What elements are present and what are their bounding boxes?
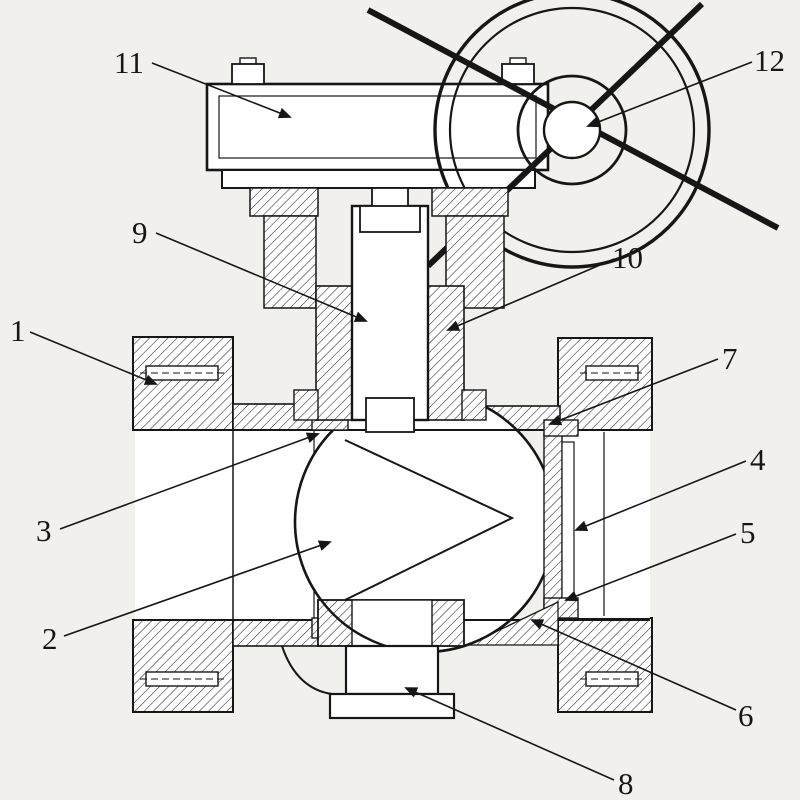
callout-labels: 1 2 3 4 5 6 7 8 9 10 11 12 xyxy=(10,43,785,800)
callout-label-4: 4 xyxy=(750,442,766,477)
callout-label-7: 7 xyxy=(722,341,738,376)
callout-leaders xyxy=(29,61,753,781)
leader-6 xyxy=(530,619,737,711)
leader-7 xyxy=(548,358,719,426)
callout-label-11: 11 xyxy=(114,45,144,80)
callout-label-6: 6 xyxy=(738,698,754,733)
stem-nut xyxy=(359,205,421,233)
flange-hatched-top xyxy=(132,336,234,431)
callout-label-2: 2 xyxy=(42,621,58,656)
drain-neck xyxy=(344,644,440,696)
callout-label-10: 10 xyxy=(612,240,643,275)
ball-port-edge xyxy=(344,439,515,601)
leader-2 xyxy=(63,540,332,637)
left-flange xyxy=(132,336,353,713)
yoke-bracket xyxy=(249,187,509,309)
handwheel-rim-outer xyxy=(433,0,711,269)
hatched-section xyxy=(263,215,317,309)
stem-top-boss xyxy=(371,187,409,209)
valve-stem xyxy=(350,187,430,433)
right-flange xyxy=(557,337,653,713)
callout-label-5: 5 xyxy=(740,515,756,550)
callout-label-8: 8 xyxy=(618,766,634,800)
callout-label-1: 1 xyxy=(10,313,26,348)
leader-8 xyxy=(404,687,615,781)
drain-passage xyxy=(351,599,433,647)
hatched-section xyxy=(249,187,319,217)
handwheel-rim-inner xyxy=(448,6,696,254)
leader-3 xyxy=(59,432,320,530)
drain-flange xyxy=(328,692,456,720)
bonnet-step-left xyxy=(293,389,319,421)
leader-1 xyxy=(29,331,158,385)
leader-4 xyxy=(574,460,747,531)
handwheel-hub-bore xyxy=(542,100,602,160)
plate-lower-bracket xyxy=(221,169,536,189)
leader-12 xyxy=(586,61,753,128)
leader-9 xyxy=(155,232,368,322)
actuator-mounting-plate xyxy=(205,57,550,189)
mounting-plate-outer xyxy=(205,82,550,172)
callout-label-9: 9 xyxy=(132,215,148,250)
seat-retainer xyxy=(561,441,575,611)
leader-5 xyxy=(564,533,737,602)
stem-ball-connector xyxy=(365,397,415,433)
seal-top xyxy=(543,419,579,437)
bonnet-step-right xyxy=(461,389,487,421)
stem-rect xyxy=(350,204,430,422)
seat-assembly-right xyxy=(467,419,579,646)
callout-label-12: 12 xyxy=(754,43,785,78)
plate-bolt-right xyxy=(501,63,535,85)
callout-label-3: 3 xyxy=(36,513,52,548)
leader-11 xyxy=(151,62,292,119)
body-bottom-left-wall xyxy=(281,645,333,695)
plate-bolt-left xyxy=(231,63,265,85)
hatched-section xyxy=(431,187,509,217)
seat-ring xyxy=(543,433,563,619)
packing-left xyxy=(315,285,353,421)
handwheel-hub xyxy=(516,74,628,186)
flange-hatched-bottom xyxy=(557,617,653,713)
drain-assembly xyxy=(281,599,530,720)
mounting-plate-inner xyxy=(218,95,537,159)
flange-hatched-bottom xyxy=(132,619,234,713)
leader-10 xyxy=(446,258,615,331)
packing-right xyxy=(427,285,465,421)
